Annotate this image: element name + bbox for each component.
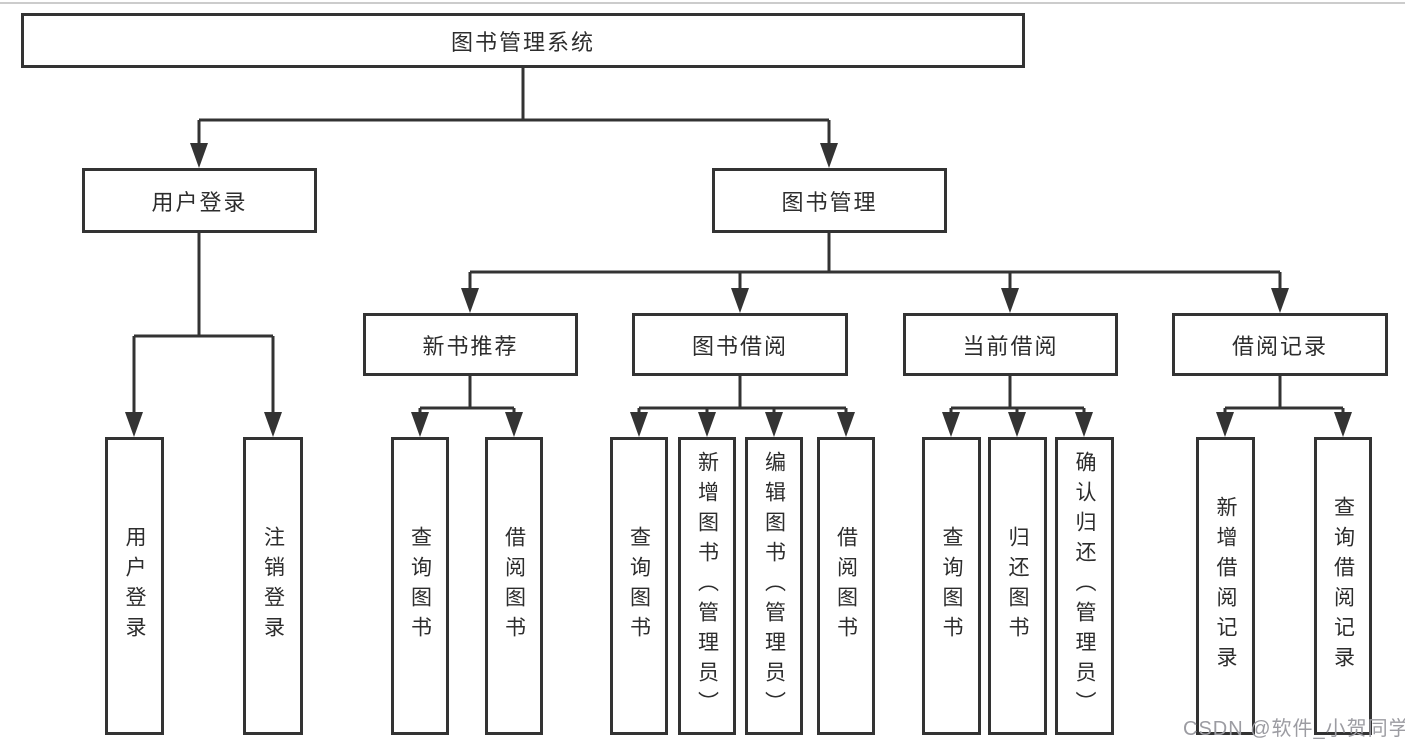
node-label: 图书借阅 bbox=[691, 333, 788, 359]
node-label: 当前借阅 bbox=[962, 333, 1059, 359]
leaf-return-books: 归还图书 bbox=[988, 437, 1047, 735]
node-current-borrowing: 当前借阅 bbox=[903, 313, 1118, 376]
leaf-label: 查询图书 bbox=[940, 526, 963, 646]
leaf-label: 归还图书 bbox=[1006, 526, 1029, 646]
leaf-label: 查询借阅记录 bbox=[1331, 496, 1355, 676]
node-borrowing-records: 借阅记录 bbox=[1172, 313, 1388, 376]
leaf-label: 确认归还（管理员） bbox=[1073, 451, 1096, 721]
leaf-label: 新增图书（管理员） bbox=[695, 451, 719, 721]
node-label: 新书推荐 bbox=[422, 333, 519, 359]
leaf-query-books-recommend: 查询图书 bbox=[391, 437, 449, 735]
leaf-label: 注销登录 bbox=[261, 526, 285, 646]
node-new-book-recommend: 新书推荐 bbox=[363, 313, 578, 376]
leaf-query-books-current: 查询图书 bbox=[922, 437, 981, 735]
node-label: 用户登录 bbox=[151, 189, 248, 215]
leaf-label: 新增借阅记录 bbox=[1214, 496, 1237, 676]
node-label: 借阅记录 bbox=[1231, 333, 1328, 359]
leaf-label: 查询图书 bbox=[627, 526, 651, 646]
node-root-system: 图书管理系统 bbox=[21, 13, 1025, 68]
leaf-label: 查询图书 bbox=[408, 526, 432, 646]
leaf-label: 编辑图书（管理员） bbox=[762, 451, 786, 721]
leaf-query-books-borrowing: 查询图书 bbox=[610, 437, 668, 735]
node-label: 图书管理系统 bbox=[450, 29, 595, 55]
arrowheads bbox=[125, 143, 1352, 437]
node-book-management: 图书管理 bbox=[712, 168, 947, 233]
watermark-text: CSDN @软件_小贺同学 bbox=[1183, 718, 1405, 740]
leaf-add-books-admin: 新增图书（管理员） bbox=[678, 437, 736, 735]
node-label: 图书管理 bbox=[781, 189, 878, 215]
leaf-confirm-return-admin: 确认归还（管理员） bbox=[1055, 437, 1114, 735]
leaf-label: 借阅图书 bbox=[502, 526, 526, 646]
node-book-borrowing: 图书借阅 bbox=[632, 313, 848, 376]
leaf-add-borrow-record: 新增借阅记录 bbox=[1196, 437, 1255, 735]
leaf-logout: 注销登录 bbox=[243, 437, 303, 735]
leaf-label: 用户登录 bbox=[123, 526, 146, 646]
leaf-borrow-books-recommend: 借阅图书 bbox=[485, 437, 543, 735]
leaf-user-login: 用户登录 bbox=[105, 437, 164, 735]
page-top-divider bbox=[0, 2, 1405, 4]
leaf-label: 借阅图书 bbox=[834, 526, 858, 646]
leaf-edit-books-admin: 编辑图书（管理员） bbox=[745, 437, 803, 735]
leaf-borrow-books: 借阅图书 bbox=[817, 437, 875, 735]
leaf-query-borrow-record: 查询借阅记录 bbox=[1314, 437, 1372, 735]
node-user-login: 用户登录 bbox=[82, 168, 317, 233]
